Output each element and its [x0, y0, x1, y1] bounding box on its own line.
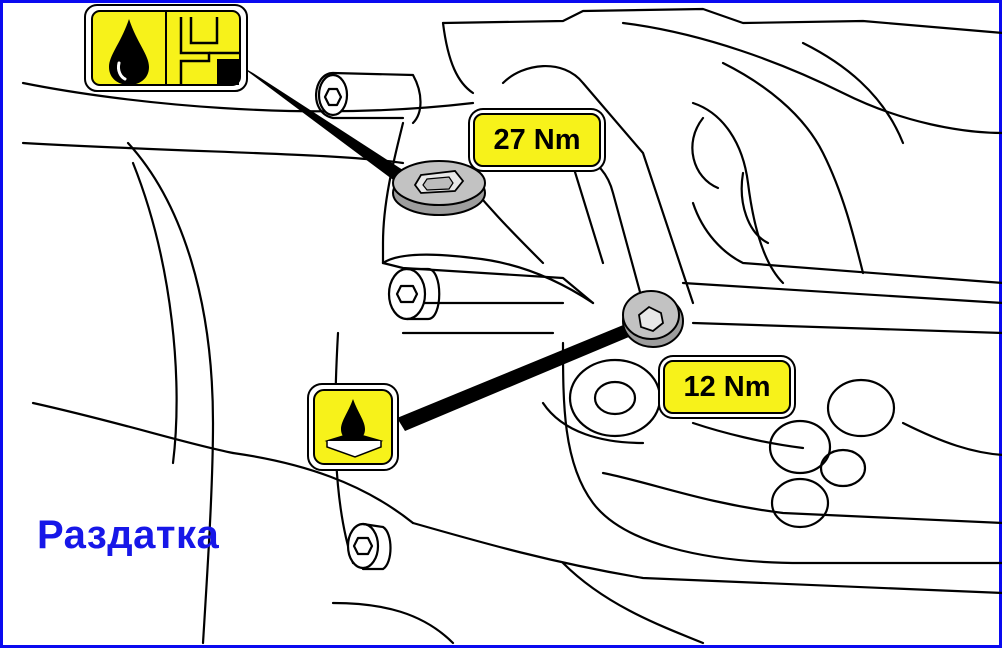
oil-drain-icon	[307, 383, 399, 471]
transfer-case-drawing	[21, 7, 1002, 645]
fill-plug	[392, 160, 486, 216]
oil-fill-level-icon	[84, 4, 248, 92]
torque-label-fill-plug: 27 Nm	[473, 113, 601, 167]
torque-label-drain-plug: 12 Nm	[663, 360, 791, 414]
drain-plug	[622, 290, 684, 348]
diagram-caption: Раздатка	[37, 513, 220, 557]
